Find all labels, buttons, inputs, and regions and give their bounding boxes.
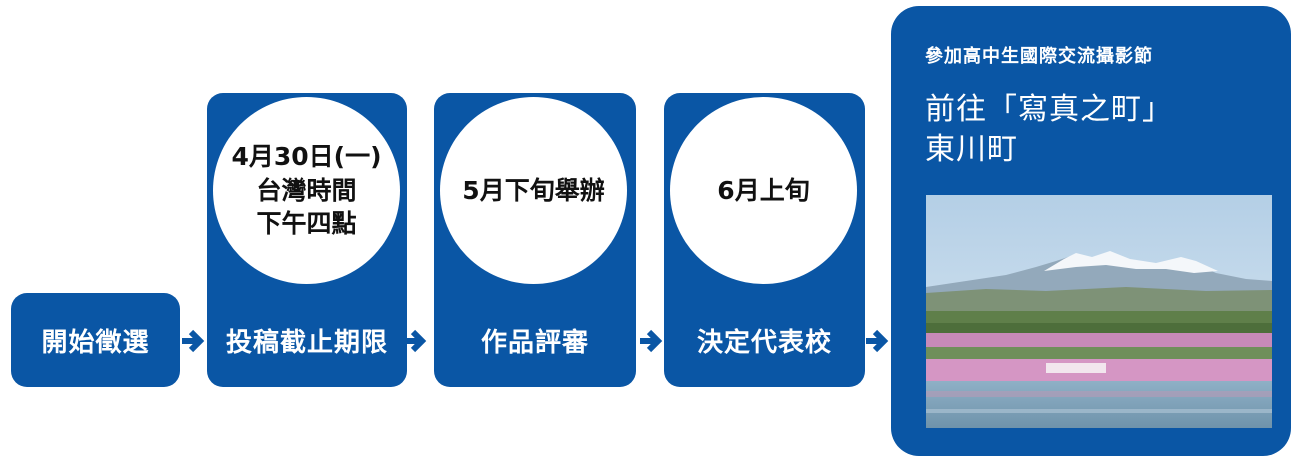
deadline-timezone: 台灣時間 bbox=[256, 175, 357, 205]
selection-bubble: 6月上旬 bbox=[670, 97, 857, 284]
step-selection-label: 決定代表校 bbox=[696, 327, 832, 358]
arrow-icon bbox=[866, 329, 889, 353]
step-start-label: 開始徵選 bbox=[41, 327, 150, 358]
destination-title-line: 東川町 bbox=[925, 132, 1018, 167]
deadline-bubble: 4月30日(一) 台灣時間 下午四點 bbox=[213, 97, 400, 284]
arrow-icon bbox=[404, 329, 427, 353]
destination-subtitle: 參加高中生國際交流攝影節 bbox=[925, 46, 1153, 67]
destination-panel: 參加高中生國際交流攝影節 前往「寫真之町」 東川町 bbox=[891, 6, 1291, 456]
step-deadline-label: 投稿截止期限 bbox=[225, 327, 388, 358]
deadline-date: 4月30日(一) bbox=[231, 142, 382, 172]
selection-date: 6月上旬 bbox=[717, 175, 810, 205]
destination-title: 前往「寫真之町」 東川町 bbox=[925, 90, 1265, 170]
arrow-icon bbox=[182, 329, 205, 353]
step-judging-box: 5月下旬舉辦 作品評審 bbox=[434, 93, 636, 387]
judging-date: 5月下旬舉辦 bbox=[462, 175, 605, 205]
arrow-icon bbox=[640, 329, 663, 353]
step-start-box: 開始徵選 bbox=[11, 293, 180, 387]
deadline-time: 下午四點 bbox=[256, 209, 357, 239]
destination-title-line: 前往「寫真之町」 bbox=[925, 92, 1173, 127]
higashikawa-landscape-photo bbox=[926, 195, 1272, 428]
step-deadline-box: 4月30日(一) 台灣時間 下午四點 投稿截止期限 bbox=[207, 93, 407, 387]
step-selection-box: 6月上旬 決定代表校 bbox=[664, 93, 865, 387]
judging-bubble: 5月下旬舉辦 bbox=[440, 97, 627, 284]
step-judging-label: 作品評審 bbox=[480, 327, 589, 358]
